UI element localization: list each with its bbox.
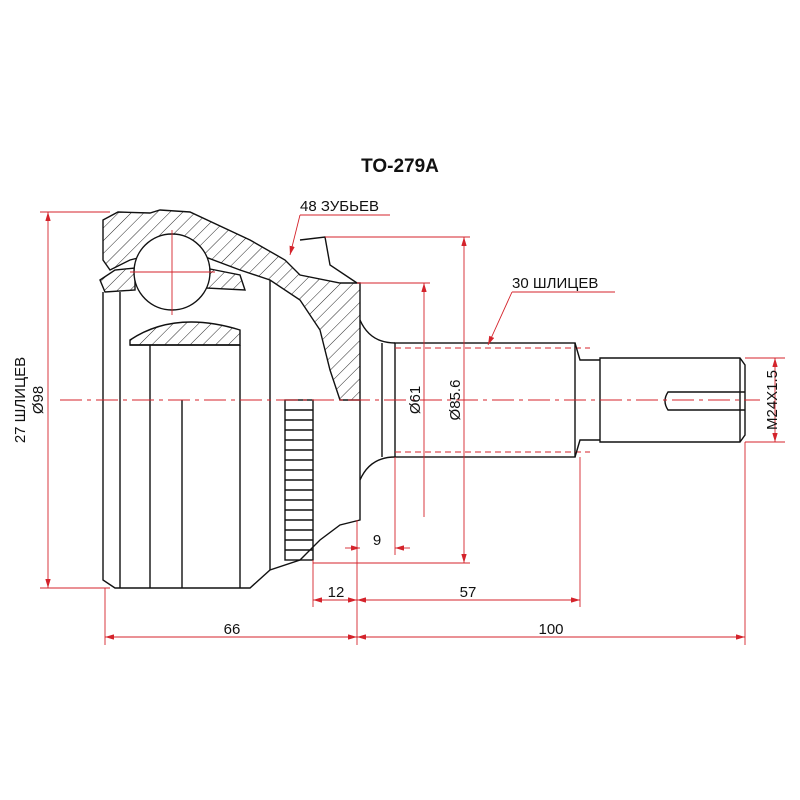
shaft-diameter-label: Ø61 [407,386,424,414]
abs-teeth [285,409,313,551]
shaft-neck [359,319,396,481]
dim-housing-diameter [40,211,110,589]
outer-splines-label: 30 ШЛИЦЕВ [512,275,598,292]
dim-thread [745,357,785,443]
thread-label: M24X1.5 [764,370,781,430]
splines-leader [488,291,615,345]
part-number-title: TO-279A [361,156,439,177]
dim-100-label: 100 [538,621,563,638]
cotter-slot [664,391,745,411]
dust-shield [299,236,358,284]
teeth-label: 48 ЗУБЬЕВ [300,198,379,215]
housing-outline [102,400,361,589]
dim-57-label: 57 [460,584,477,601]
housing-section [102,209,361,401]
dim-shaft-diameter [357,282,430,517]
dim-9 [345,457,410,555]
dim-9-label: 9 [373,532,381,549]
dim-66-label: 66 [224,621,241,638]
housing-diameter-label: Ø98 [30,386,47,414]
dim-ring-diameter [313,236,470,564]
dim-12-label: 12 [328,584,345,601]
inner-splines-label: 27 ШЛИЦЕВ [12,357,29,443]
shaft-relief [574,342,600,458]
inner-race-section [129,321,241,346]
ring-diameter-label: Ø85.6 [447,380,464,421]
teeth-leader [290,214,390,255]
